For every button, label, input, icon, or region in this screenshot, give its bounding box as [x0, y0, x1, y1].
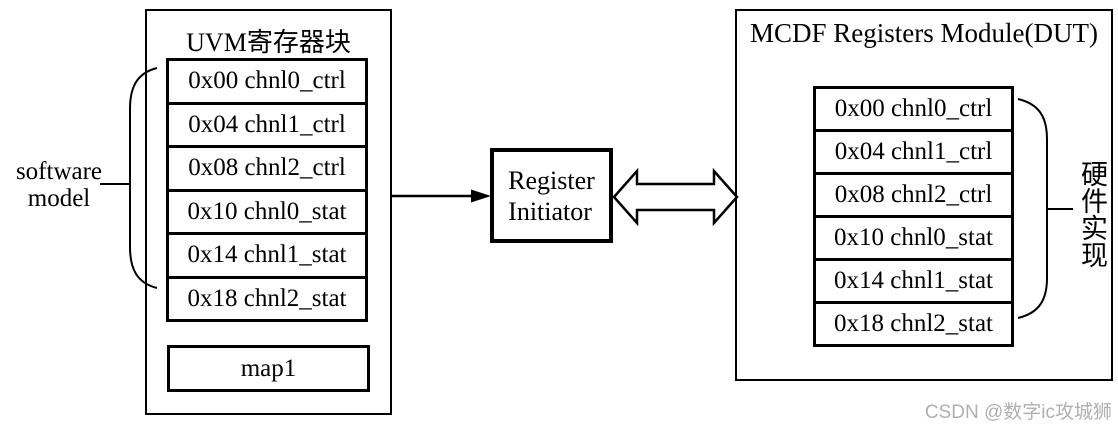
register-initiator-label: Register Initiator: [508, 165, 595, 227]
dut-register-row-3: 0x10 chnl0_stat: [816, 215, 1011, 258]
flow-arrow-icon: [392, 189, 491, 203]
uvm-register-row-5: 0x18 chnl2_stat: [169, 275, 365, 320]
mcdf-dut-block: MCDF Registers Module(DUT) 0x00 chnl0_ct…: [735, 9, 1113, 381]
register-initiator-box: Register Initiator: [490, 148, 613, 243]
initiator-line1: Register: [508, 165, 595, 195]
uvm-register-row-1: 0x04 chnl1_ctrl: [169, 101, 365, 146]
dut-register-row-2: 0x08 chnl2_ctrl: [816, 172, 1011, 215]
map1-box: map1: [167, 345, 370, 392]
dut-register-row-0: 0x00 chnl0_ctrl: [834, 95, 993, 122]
dut-register-stack: 0x00 chnl0_ctrl 0x04 chnl1_ctrl 0x08 chn…: [813, 86, 1014, 347]
uvm-register-row-2: 0x08 chnl2_ctrl: [169, 145, 365, 189]
uvm-register-stack: 0x00 chnl0_ctrl 0x04 chnl1_ctrl 0x08 chn…: [166, 58, 368, 322]
dut-register-row-4: 0x14 chnl1_stat: [816, 258, 1011, 301]
uvm-register-row-4: 0x14 chnl1_stat: [169, 232, 365, 276]
uvm-register-block: UVM寄存器块 0x00 chnl0_ctrl 0x04 chnl1_ctrl …: [145, 9, 392, 415]
bidirectional-arrow-icon: [612, 167, 739, 227]
csdn-watermark: CSDN @数字ic攻城狮: [924, 402, 1112, 423]
uvm-block-title: UVM寄存器块: [186, 28, 351, 57]
initiator-line2: Initiator: [508, 196, 592, 226]
hardware-impl-label: 硬件实现: [1077, 160, 1107, 268]
uvm-register-row-3: 0x10 chnl0_stat: [169, 188, 365, 233]
software-model-line2: model: [27, 185, 91, 212]
software-model-label: software model: [4, 158, 114, 212]
mcdf-block-title: MCDF Registers Module(DUT): [750, 18, 1098, 48]
uvm-register-row-0: 0x00 chnl0_ctrl: [188, 67, 346, 95]
dut-register-row-5: 0x18 chnl2_stat: [816, 301, 1011, 344]
dut-register-row-1: 0x04 chnl1_ctrl: [816, 129, 1011, 172]
software-model-line1: software: [15, 158, 103, 185]
